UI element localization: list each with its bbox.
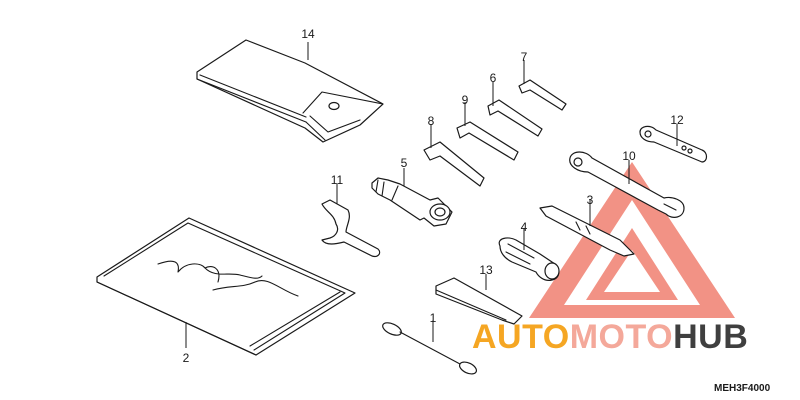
- small-wrench: [639, 125, 708, 163]
- watermark-moto: MOTO: [570, 318, 673, 356]
- watermark-text: AUTOMOTOHUB: [472, 318, 748, 356]
- leader-lines: [185, 42, 678, 348]
- diagram-code: MEH3F4000: [714, 383, 771, 394]
- callout-4: 4: [521, 220, 528, 234]
- callout-1: 1: [430, 311, 437, 325]
- callout-10: 10: [622, 149, 636, 163]
- watermark-hub: HUB: [673, 318, 748, 356]
- hex-key-9: [456, 121, 519, 161]
- callout-9: 9: [462, 93, 469, 107]
- extension-bar: [435, 277, 523, 325]
- hex-key-7: [518, 79, 567, 111]
- callout-13: 13: [479, 263, 493, 277]
- screwdriver-bit: [539, 205, 635, 257]
- hex-key-8: [423, 141, 485, 187]
- hex-key-6: [487, 99, 543, 137]
- spark-plug-wrench: [371, 177, 453, 227]
- watermark-triangle: [529, 162, 735, 318]
- callout-8: 8: [428, 114, 435, 128]
- tool-bag: [196, 39, 384, 143]
- callout-14: 14: [301, 27, 315, 41]
- document-case: [96, 217, 356, 356]
- callout-12: 12: [670, 113, 684, 127]
- callout-5: 5: [401, 156, 408, 170]
- combination-wrench: [569, 151, 685, 218]
- callout-2: 2: [183, 351, 190, 365]
- screwdriver-handle: [498, 237, 560, 281]
- pin-spanner: [321, 199, 381, 258]
- callout-numbers: 14 2 1 3 4 5 6 7 8 9 10 11 12 13: [183, 27, 684, 365]
- callout-3: 3: [587, 193, 594, 207]
- callout-6: 6: [490, 71, 497, 85]
- callout-7: 7: [521, 50, 528, 64]
- callout-11: 11: [331, 173, 344, 187]
- watermark-auto: AUTO: [472, 318, 570, 356]
- tie-cable: [382, 322, 478, 375]
